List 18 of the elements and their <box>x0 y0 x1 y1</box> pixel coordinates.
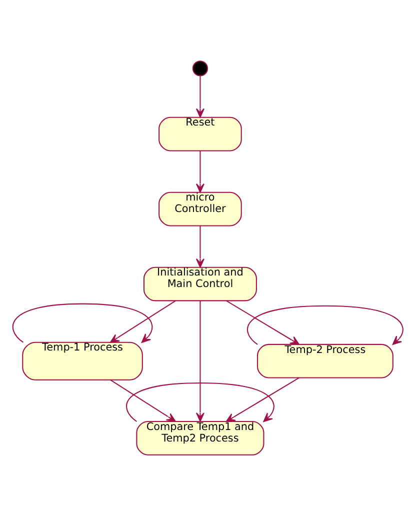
node-circle <box>192 60 208 76</box>
node-box: Compare Temp1 and Temp2 Process <box>136 421 264 456</box>
arrow <box>196 76 204 118</box>
arrow <box>110 300 176 343</box>
arrow <box>196 150 204 193</box>
arrow <box>12 303 153 343</box>
arrow <box>110 379 176 422</box>
arrow <box>126 382 274 422</box>
node-box: micro Controller <box>158 192 242 226</box>
node-box: Temp-2 Process <box>256 344 394 378</box>
arrow <box>196 226 204 268</box>
arrow <box>247 305 404 345</box>
arrow <box>226 300 300 345</box>
node-box: Temp-1 Process <box>22 342 143 380</box>
node-box: Initialisation and Main Control <box>143 266 257 302</box>
node-box: Reset <box>158 116 242 152</box>
arrow <box>226 377 300 422</box>
arrow <box>196 300 204 422</box>
